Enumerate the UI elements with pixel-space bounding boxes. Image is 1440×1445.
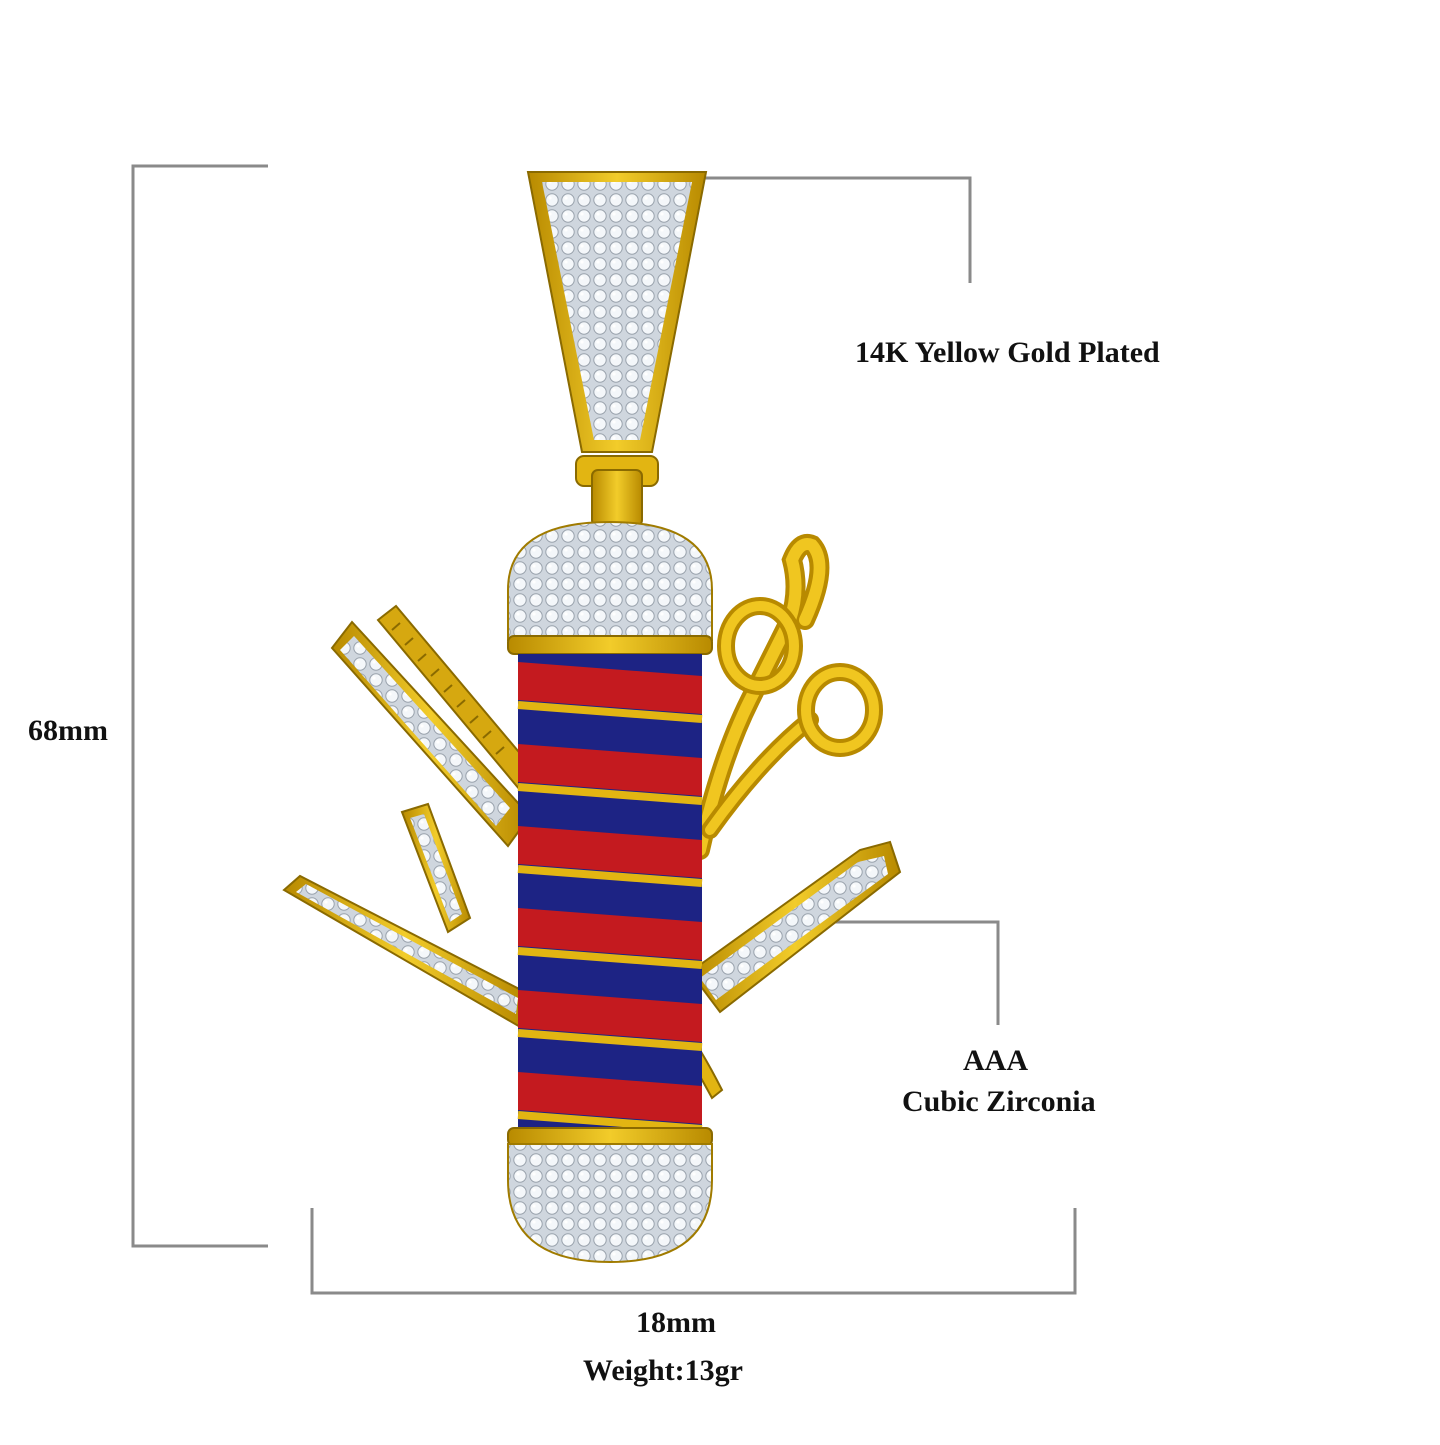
stone-type-label: Cubic Zirconia (902, 1085, 1096, 1118)
weight-label: Weight:13gr (583, 1354, 743, 1387)
pendant-bail (526, 171, 708, 527)
comb-icon (330, 604, 536, 848)
plating-label: 14K Yellow Gold Plated (855, 336, 1160, 369)
stone-grade-label: AAA (963, 1044, 1028, 1077)
width-dimension-line (310, 1208, 1077, 1295)
height-dimension-line (131, 164, 268, 1248)
height-label: 68mm (28, 714, 108, 747)
plating-callout-line (690, 176, 972, 283)
scissors-icon (690, 534, 883, 860)
straight-razor-icon (282, 802, 527, 1030)
width-label: 18mm (636, 1306, 716, 1339)
stone-callout-line (820, 920, 1000, 1025)
barber-pole-icon (507, 520, 713, 1264)
razor-right-icon (688, 840, 902, 1100)
